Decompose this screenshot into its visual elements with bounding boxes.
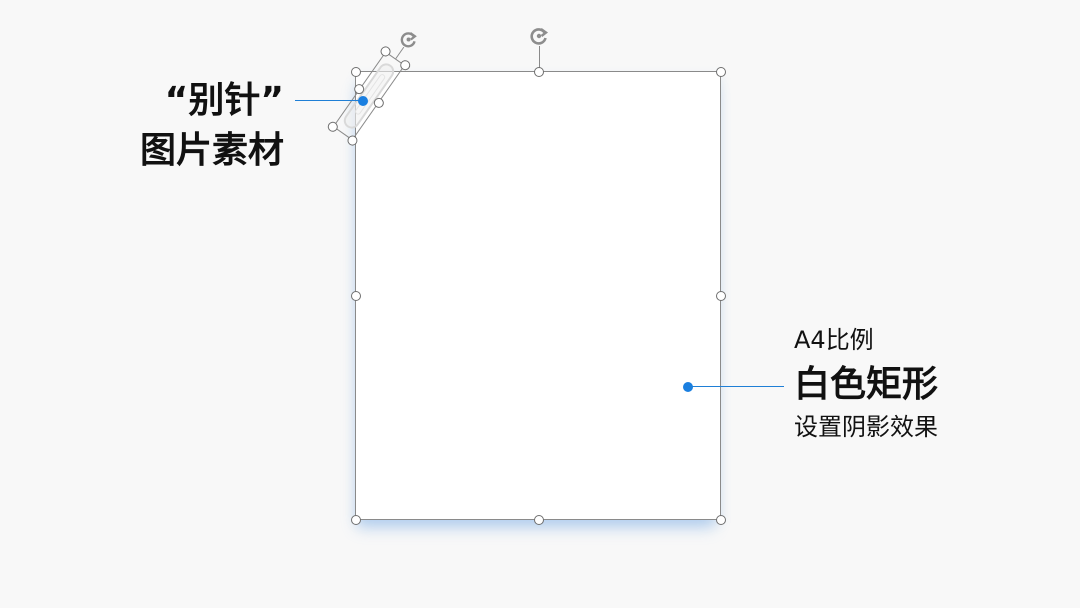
resize-handle-bottom[interactable] bbox=[534, 515, 544, 525]
pin-label: “别针” 图片素材 bbox=[140, 76, 284, 176]
rect-effect-text: 设置阴影效果 bbox=[794, 413, 938, 441]
pin-callout-dot bbox=[358, 96, 368, 106]
resize-handle-top-right[interactable] bbox=[716, 67, 726, 77]
rect-callout-dot bbox=[683, 382, 693, 392]
rotate-arrow-icon[interactable] bbox=[398, 28, 420, 50]
rotate-stem bbox=[539, 46, 540, 72]
resize-handle-bottom-left[interactable] bbox=[351, 515, 361, 525]
rect-title-text: 白色矩形 bbox=[794, 364, 939, 405]
rect-ratio-text: A4比例 bbox=[794, 326, 874, 354]
rotate-arrow-icon[interactable] bbox=[527, 24, 551, 48]
white-rectangle[interactable] bbox=[356, 72, 721, 520]
resize-handle-bottom-right[interactable] bbox=[716, 515, 726, 525]
resize-handle-left[interactable] bbox=[351, 291, 361, 301]
pin-callout-line bbox=[295, 100, 363, 101]
resize-handle-top[interactable] bbox=[534, 67, 544, 77]
resize-handle-top-left[interactable] bbox=[351, 67, 361, 77]
pin-label-line2: 图片素材 bbox=[139, 130, 284, 171]
resize-handle-right[interactable] bbox=[716, 291, 726, 301]
rect-label: A4比例 白色矩形 设置阴影效果 bbox=[794, 322, 938, 444]
rect-callout-line bbox=[688, 386, 784, 387]
pin-label-line1: “别针” bbox=[164, 80, 284, 121]
